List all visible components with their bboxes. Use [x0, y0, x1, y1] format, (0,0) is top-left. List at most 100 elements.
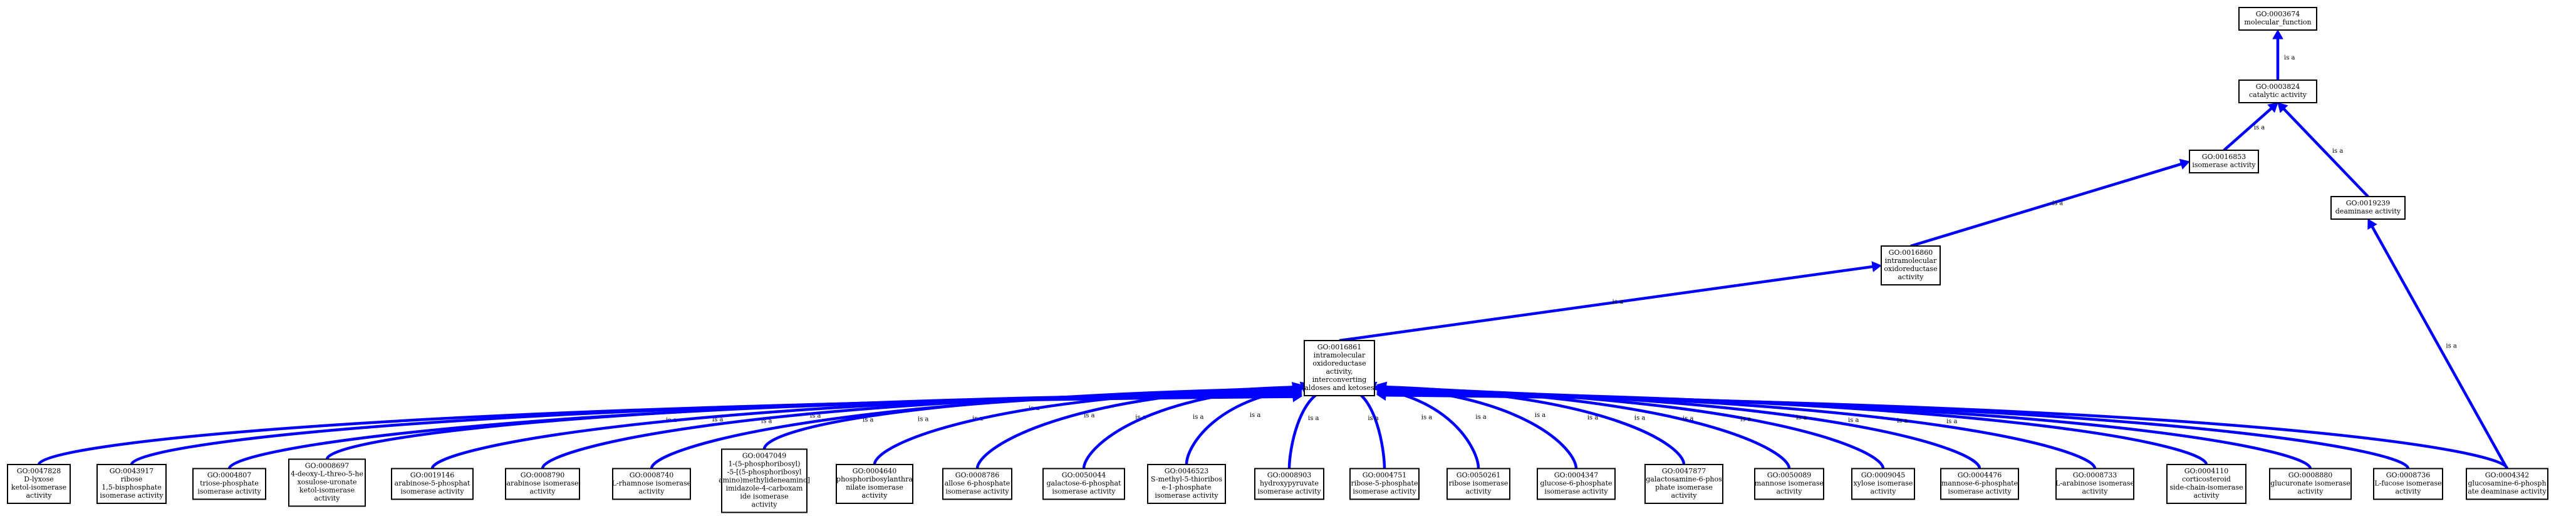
node-label-line: activity: [1465, 488, 1492, 496]
node-label-line: corticosteroid: [2182, 475, 2231, 483]
edge-line: [1185, 386, 1313, 465]
node-label-line: isomerase activity: [1257, 488, 1321, 496]
node-label-line: ate deaminase activity: [2468, 488, 2547, 496]
node-id: GO:0008697: [305, 462, 350, 470]
go-term-node[interactable]: GO:0046523S-methyl-5-thioribose-1-phosph…: [1147, 464, 1226, 504]
edge-label: is a: [1848, 417, 1859, 424]
node-id: GO:0004807: [207, 471, 252, 480]
node-id: GO:0004347: [1554, 471, 1599, 480]
node-label-line: ketol-isomerase: [11, 483, 66, 491]
node-label-line: S-methyl-5-thioribos: [1151, 475, 1222, 483]
node-label-line: isomerase activity: [2192, 161, 2256, 169]
node-box: [1446, 468, 1510, 500]
arrowhead: [2267, 102, 2278, 113]
node-box: [1147, 464, 1226, 504]
node-label-line: isomerase activity: [1052, 488, 1116, 496]
edge-label: is a: [2332, 148, 2344, 155]
node-label-line: galactose-6-phosphat: [1047, 480, 1122, 488]
arrowhead: [2272, 29, 2283, 39]
node-label-line: ribose-5-phosphate: [1351, 480, 1418, 488]
go-term-node[interactable]: GO:00086974-deoxy-L-threo-5-hexosulose-u…: [288, 458, 366, 507]
node-label-line: activity: [529, 488, 556, 496]
node-id: GO:0047877: [1662, 467, 1706, 475]
arrowhead: [1871, 261, 1882, 272]
node-label-line: galactosamine-6-phos: [1646, 475, 1722, 483]
go-term-node[interactable]: GO:0050044galactose-6-phosphatisomerase …: [1042, 468, 1125, 500]
go-term-node[interactable]: GO:0043917ribose1,5-bisphosphateisomeras…: [96, 464, 167, 504]
is-a-edge: is a: [2367, 218, 2508, 470]
edge-line: [762, 387, 1294, 449]
edge-line: [1082, 385, 1302, 469]
node-label-line: aldoses and ketoses: [1304, 384, 1374, 392]
node-box: [1851, 468, 1915, 500]
node-label-line: phate isomerase: [1655, 483, 1713, 491]
node-label-line: isomerase activity: [1353, 488, 1416, 496]
edge-label: is a: [1084, 413, 1095, 419]
arrowhead: [1376, 389, 1387, 401]
node-box: [96, 464, 167, 504]
node-label-line: ribose: [121, 475, 143, 483]
edge-label: is a: [1683, 415, 1694, 422]
go-term-node[interactable]: GO:0047828D-lyxoseketol-isomeraseactivit…: [7, 464, 71, 504]
go-term-node[interactable]: GO:0016860intramolecularoxidoreductaseac…: [1881, 245, 1941, 285]
edge-label: is a: [1368, 415, 1379, 422]
node-label-line: 1,5-bisphosphate: [101, 483, 161, 491]
node-label-line: -5-[(5-phosphoribosyl: [727, 468, 802, 476]
node-label-line: xosulose-uronate: [297, 478, 356, 486]
edge-label: is a: [918, 416, 929, 423]
nodes-layer: GO:0003674molecular_functionGO:0003824ca…: [7, 7, 2548, 513]
node-label-line: imidazole-4-carboxam: [726, 485, 803, 493]
edge-label: is a: [863, 417, 874, 424]
edge-label: is a: [1421, 414, 1433, 421]
node-label-line: isomerase activity: [1544, 488, 1608, 496]
node-label-line: arabinose-5-phosphat: [395, 480, 470, 488]
node-label-line: hydroxypyruvate: [1260, 480, 1319, 488]
node-box: [1254, 468, 1324, 500]
arrowhead: [2367, 218, 2377, 230]
go-term-node[interactable]: GO:0016861intramolecularoxidoreductaseac…: [1304, 340, 1375, 396]
node-label-line: isomerase activity: [197, 488, 261, 496]
edge-label: is a: [1308, 415, 1319, 422]
go-term-node[interactable]: GO:00470491-(5-phosphoribosyl)-5-[(5-pho…: [719, 448, 810, 513]
node-id: GO:0008733: [2073, 471, 2117, 480]
edge-line: [2371, 226, 2508, 470]
edge-line: [1385, 394, 2509, 470]
go-term-node[interactable]: GO:0019146arabinose-5-phosphatisomerase …: [391, 468, 474, 500]
node-label-line: mannose isomerase: [1755, 480, 1824, 488]
edge-label: is a: [1475, 414, 1487, 421]
edge-label: is a: [1897, 418, 1908, 424]
node-label-line: L-arabinose isomerase: [2055, 480, 2134, 488]
edge-line: [873, 386, 1294, 465]
node-box: [7, 464, 71, 504]
edge-label: is a: [761, 418, 772, 424]
node-label-line: glucuronate isomerase: [2270, 480, 2350, 488]
node-id: GO:0050089: [1767, 471, 1812, 480]
node-id: GO:0004751: [1363, 471, 1407, 480]
arrowhead: [2179, 158, 2190, 170]
edge-label: is a: [1193, 414, 1204, 421]
node-label-line: allose 6-phosphate: [945, 480, 1010, 488]
node-label-line: catalytic activity: [2249, 91, 2307, 99]
go-term-node[interactable]: GO:0004110corticosteroidside-chain-isome…: [2166, 464, 2246, 504]
